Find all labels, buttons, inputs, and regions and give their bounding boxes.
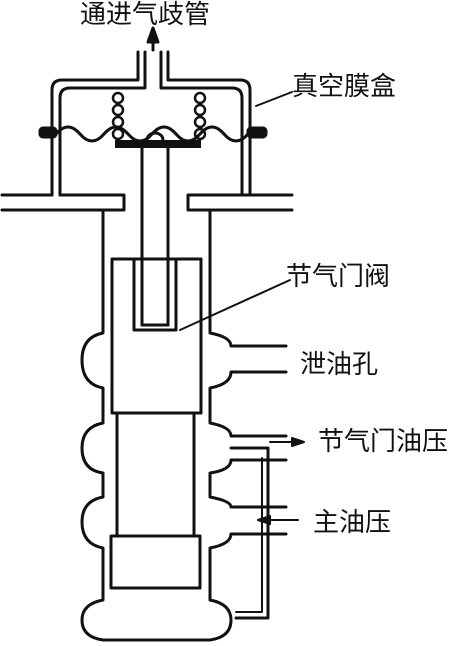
valve-body — [80, 208, 288, 642]
mounting-flange — [0, 193, 294, 212]
spring-right — [193, 91, 207, 141]
vacuum-diaphragm-box — [38, 50, 268, 197]
spool-lower-land — [109, 534, 202, 590]
throttle-oil-pressure-label: 节气门油压 — [318, 427, 449, 457]
throttle-valve-spool — [110, 257, 203, 415]
spool-stem — [115, 411, 196, 538]
drain-hole-label: 泄油孔 — [300, 350, 379, 380]
main-pressure-arrow — [257, 515, 299, 525]
main-oil-pressure-label: 主油压 — [313, 508, 392, 538]
intake-arrow — [146, 26, 160, 52]
vacuum-diaphragm-box-label: 真空膜盒 — [292, 72, 397, 102]
spring-left — [111, 91, 125, 141]
feedback-passage — [229, 446, 270, 620]
leader-lines — [179, 91, 293, 331]
throttle-pressure-arrow — [269, 437, 305, 447]
diaphragm-plate — [115, 140, 201, 148]
throttle-valve-label: 节气门阀 — [286, 262, 391, 292]
intake-manifold-label: 通进气歧管 — [80, 0, 211, 30]
push-rod — [140, 146, 170, 327]
